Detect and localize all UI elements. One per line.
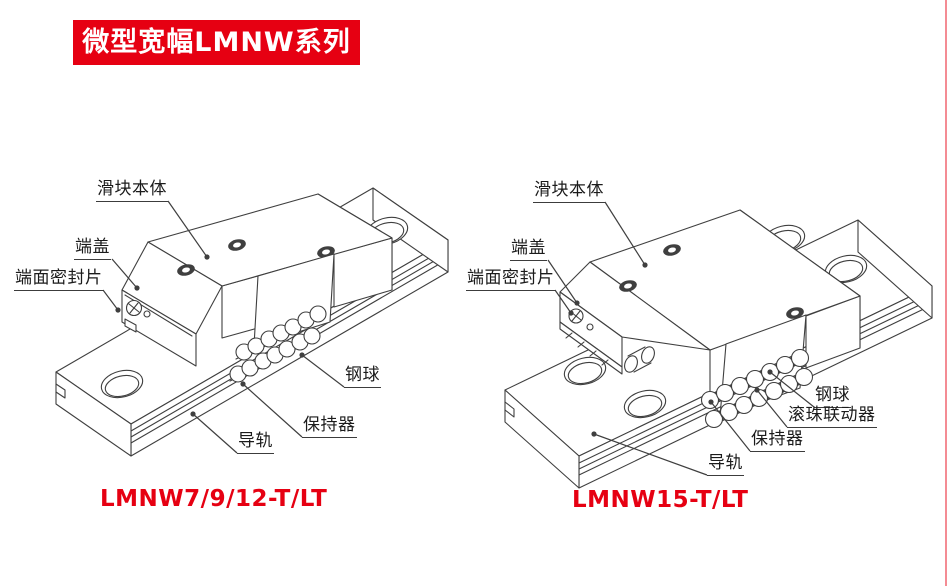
- label-slider-body-left: 滑块本体: [96, 179, 168, 202]
- caption-model-right: LMNW15-T/LT: [572, 487, 749, 513]
- label-slider-body-right: 滑块本体: [533, 180, 605, 203]
- caption-model-left: LMNW7/9/12-T/LT: [100, 486, 328, 512]
- figure-left-block: [121, 193, 393, 367]
- figure-right-cutaway-ball-chain: [700, 314, 814, 429]
- figure-left-cutaway-balls: [229, 253, 335, 383]
- label-rail-right: 导轨: [707, 453, 744, 476]
- figure-right-leader-lines: [547, 201, 815, 476]
- figure-right-block: [559, 209, 861, 403]
- label-end-cap-left: 端盖: [74, 237, 111, 260]
- label-steel-ball-right: 钢球: [814, 385, 851, 408]
- label-end-cap-right: 端盖: [510, 238, 547, 261]
- figure-left-leader-lines: [102, 200, 345, 454]
- label-end-seal-left: 端面密封片: [14, 268, 104, 291]
- label-retainer-left: 保持器: [302, 415, 357, 438]
- label-steel-ball-left: 钢球: [344, 365, 381, 388]
- page-edge-accent-line: [945, 0, 947, 586]
- label-end-seal-right: 端面密封片: [466, 268, 556, 291]
- series-title-banner: 微型宽幅LMNW系列: [73, 20, 360, 65]
- label-retainer-right: 保持器: [750, 429, 805, 452]
- label-rail-left: 导轨: [237, 431, 274, 454]
- label-ball-chain-right: 滚珠联动器: [787, 405, 877, 428]
